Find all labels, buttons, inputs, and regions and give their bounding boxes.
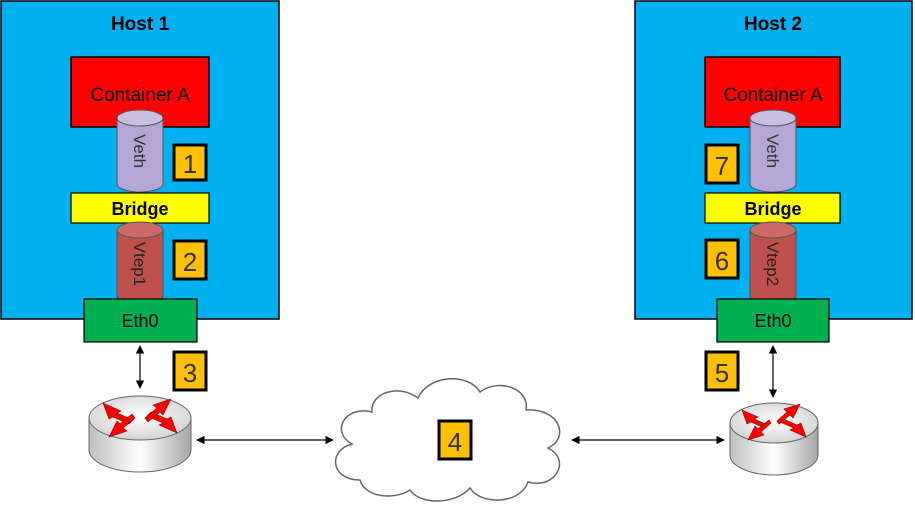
host-1-eth0-label: Eth0 (121, 311, 158, 331)
step-badge-6-label: 6 (715, 246, 729, 276)
host-2-vtep-cylinder: Vtep2 (749, 221, 797, 305)
host-1-bridge-label: Bridge (111, 199, 168, 219)
step-badge-3: 3 (172, 350, 208, 392)
host-1-vtep-label: Vtep1 (130, 242, 149, 286)
step-badge-2: 2 (172, 239, 208, 281)
host-2-veth-cylinder: Veth (749, 109, 797, 193)
host-2: Host 2 Container A Veth Bridge Vtep2 Eth… (634, 0, 913, 398)
host-1-eth0 (83, 298, 198, 343)
step-badge-1-label: 1 (183, 149, 197, 179)
router-2-icon (729, 402, 819, 476)
host-2-eth0 (716, 298, 830, 343)
host-1-container-label: Container A (90, 85, 190, 106)
host-2-eth0-label: Eth0 (754, 311, 791, 331)
host-2-bridge-label: Bridge (744, 199, 801, 219)
router-1-icon (88, 395, 192, 473)
host-1-vtep-cylinder: Vtep1 (116, 221, 164, 305)
host-1-veth-label: Veth (130, 134, 149, 168)
step-badge-7-label: 7 (715, 151, 729, 181)
host-2-container-label: Container A (723, 85, 823, 106)
step-badge-5: 5 (704, 350, 740, 392)
host-2-label: Host 2 (744, 14, 802, 35)
step-badge-5-label: 5 (715, 358, 729, 388)
host-2-bridge (704, 192, 841, 224)
step-badge-1: 1 (172, 143, 208, 182)
step-badge-4-label: 4 (448, 427, 462, 457)
host-2-vtep-label: Vtep2 (763, 242, 782, 286)
step-badge-4: 4 (437, 419, 473, 461)
internet-cloud-icon: 4 (335, 378, 561, 502)
step-badge-3-label: 3 (183, 358, 197, 388)
step-badge-2-label: 2 (183, 247, 197, 277)
step-badge-7: 7 (704, 143, 740, 185)
host-1-label: Host 1 (111, 14, 170, 35)
step-badge-6: 6 (704, 238, 740, 280)
host-1: Host 1 Container A Veth Bridge Vtep1 Eth… (0, 0, 280, 392)
host-1-veth-cylinder: Veth (116, 109, 164, 193)
host-2-veth-label: Veth (763, 134, 782, 168)
